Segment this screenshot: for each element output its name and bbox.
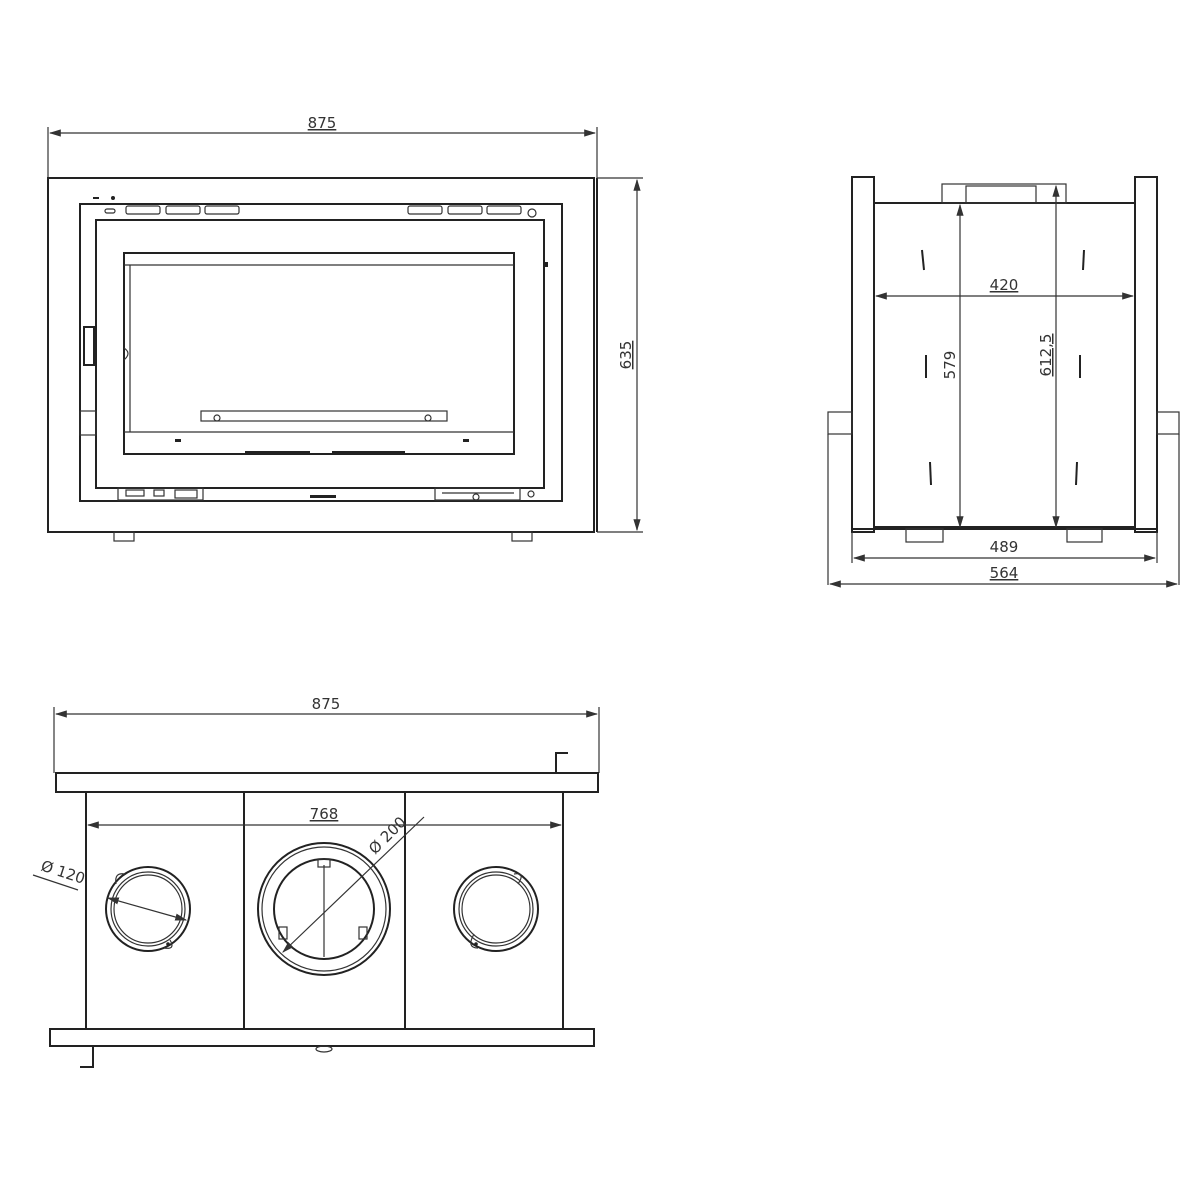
bottom-controls: [117, 487, 535, 501]
top-width-dimension: 875: [312, 695, 341, 713]
top-vents: [125, 205, 522, 215]
front-height-dimension: 635: [617, 341, 635, 370]
front-view: 875: [47, 114, 643, 542]
top-view: 875 768 Ø 120: [32, 695, 600, 1068]
small-outlet-dimension: Ø 120: [39, 857, 88, 888]
side-view: 420 579 612,5 489 564: [827, 176, 1180, 588]
side-slots: [921, 249, 1085, 486]
flue-outlet-dimension: Ø 200: [365, 813, 410, 858]
side-overall-depth-dimension: 564: [990, 564, 1019, 582]
right-air-outlet: [453, 866, 539, 952]
front-width-dimension: 875: [308, 114, 337, 132]
side-depth-dimension: 489: [990, 538, 1019, 556]
side-inner-width-dimension: 420: [990, 276, 1019, 294]
flue-outlet: [257, 842, 391, 976]
side-inner-height-dimension: 579: [941, 351, 959, 380]
side-outer-height-dimension: 612,5: [1037, 334, 1055, 377]
top-inner-width-dimension: 768: [310, 805, 339, 823]
